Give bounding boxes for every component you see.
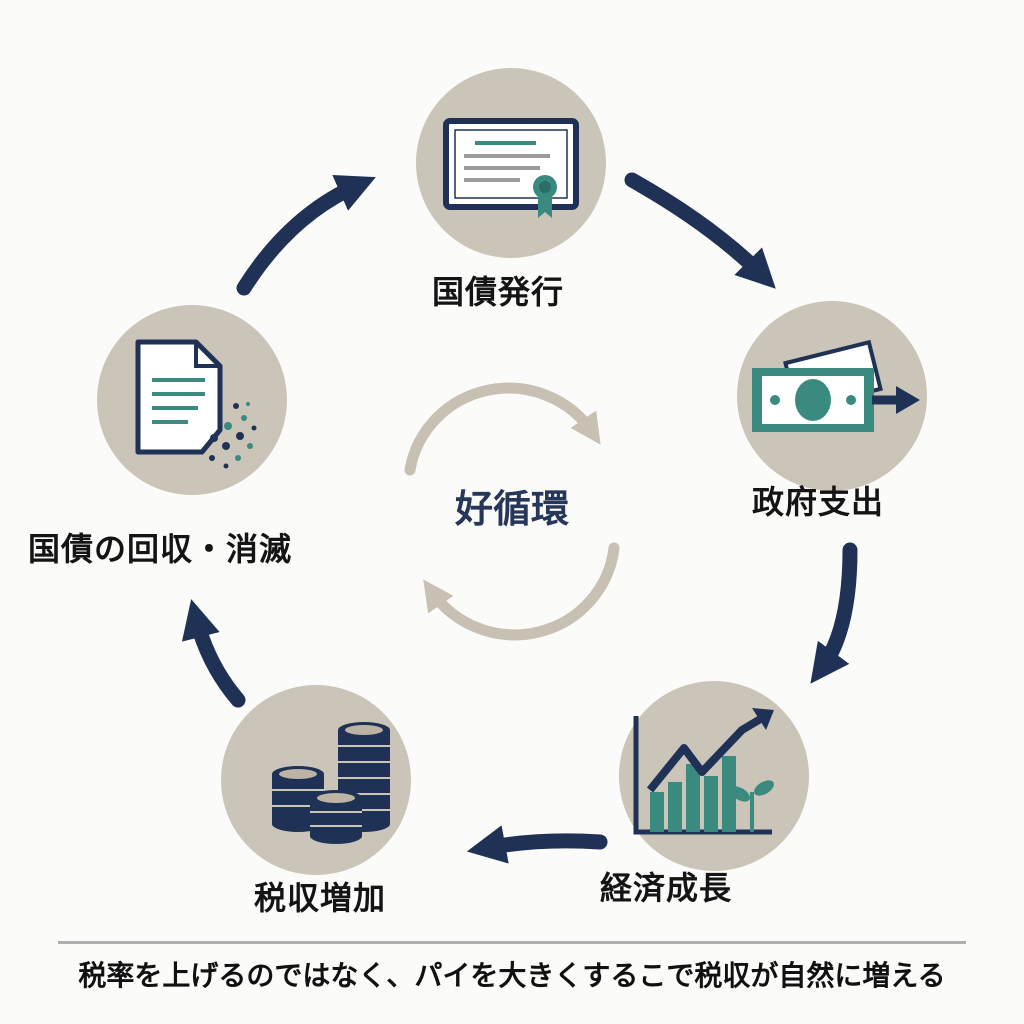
step-label-issue: 国債発行	[432, 273, 565, 311]
certificate-icon	[443, 118, 579, 218]
arrow-tax-to-retire	[181, 599, 246, 708]
step-label-growth: 経済成長	[600, 869, 733, 907]
arrow-growth-to-tax	[466, 825, 608, 864]
center-arrow-upper	[404, 382, 601, 476]
center-arrow-lower	[423, 542, 620, 641]
step-label-spend: 政府支出	[752, 483, 885, 521]
issue-node	[416, 68, 606, 258]
step-label-tax: 税収増加	[254, 879, 387, 917]
tax-node	[221, 685, 411, 875]
footer-caption: 税率を上げるのではなく、パイを大きくするこで税収が自然に増える	[78, 959, 946, 992]
center-label: 好循環	[454, 487, 569, 531]
arrow-issue-to-spend	[624, 172, 776, 289]
arrow-retire-to-issue	[236, 175, 376, 296]
dissolving-document-icon	[135, 339, 257, 469]
retire-node	[97, 305, 287, 495]
arrow-spend-to-growth	[810, 542, 858, 684]
spend-node	[737, 301, 927, 491]
footer-divider	[58, 941, 966, 944]
growth-node	[619, 681, 809, 871]
step-label-retire: 国債の回収・消滅	[28, 530, 293, 568]
coin-stacks-icon	[272, 722, 390, 844]
banknote-arrow-icon	[752, 339, 920, 432]
growth-chart-plant-icon	[633, 708, 774, 835]
